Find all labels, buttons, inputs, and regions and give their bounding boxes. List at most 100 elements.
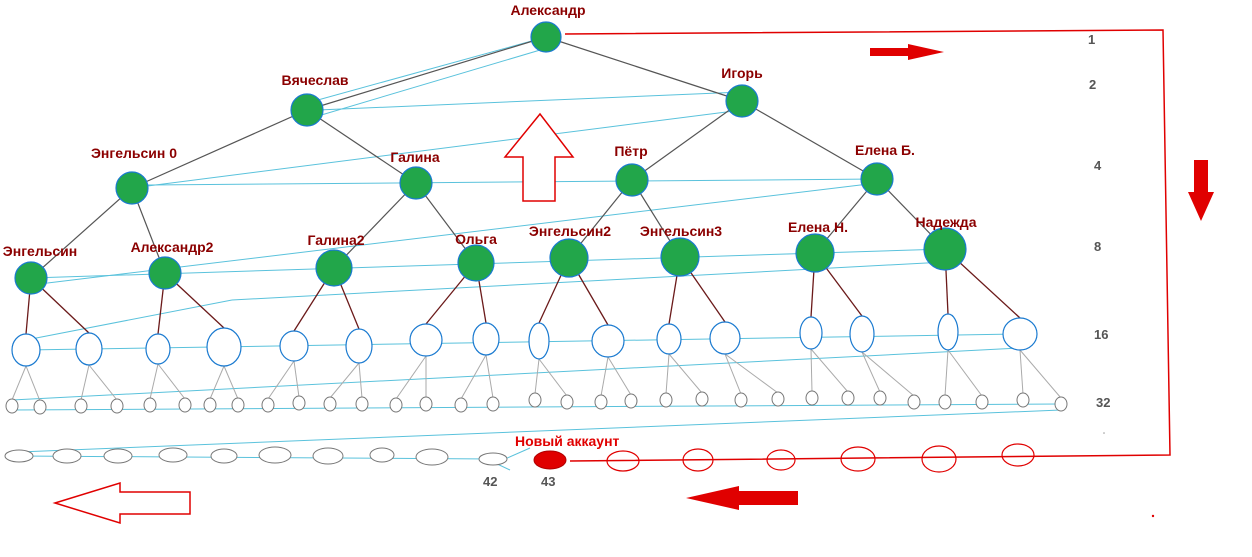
node-label-level2: Игорь [721, 65, 763, 81]
node-label-level3: Пётр [614, 143, 647, 159]
tree-edge [545, 36, 743, 102]
tree-node-level4 [148, 256, 182, 290]
tree-node-level3 [615, 163, 649, 197]
empty-slot-level6 [873, 390, 887, 406]
link-line [131, 109, 743, 189]
tree-edge [724, 353, 779, 394]
empty-slot-level6 [560, 394, 574, 410]
empty-slot-level6 [231, 397, 245, 413]
tree-edge [600, 356, 609, 397]
node-label-level2: Вячеслав [281, 72, 348, 88]
empty-slot-level5 [709, 321, 741, 355]
empty-slot-level6 [624, 393, 638, 409]
filled-slot-bottom-row [52, 448, 82, 464]
empty-slot-level6 [1016, 392, 1030, 408]
node-label-level4: Энгельсин [3, 243, 77, 259]
tree-node-level4 [923, 227, 967, 271]
tree-node-level4 [14, 261, 48, 295]
tree-edge [157, 363, 186, 400]
empty-slot-level5 [206, 327, 242, 367]
level-count-8: 8 [1094, 239, 1101, 254]
empty-slot-level5 [591, 324, 625, 358]
tree-edge [25, 365, 41, 402]
tree-node-level3 [115, 171, 149, 205]
filled-slot-bottom-row [415, 448, 449, 466]
arrow-right-icon [870, 44, 944, 60]
future-slot [921, 445, 957, 473]
future-slot [766, 449, 796, 471]
link-line [18, 455, 494, 460]
tree-edge [1019, 349, 1024, 395]
tree-edge [665, 353, 670, 395]
empty-slot-level6 [841, 390, 855, 406]
filled-slot-bottom-row [210, 448, 238, 464]
tree-node-level2 [290, 93, 324, 127]
empty-slot-level6 [805, 390, 819, 406]
empty-slot-level5 [849, 315, 875, 353]
empty-slot-level6 [1054, 396, 1068, 412]
tree-edge [306, 36, 547, 111]
empty-slot-level6 [975, 394, 989, 410]
tree-node-level4 [660, 237, 700, 277]
empty-slot-level5 [409, 323, 443, 357]
empty-slot-level5 [1002, 317, 1038, 351]
filled-slot-bottom-row [258, 446, 292, 464]
empty-slot-level6 [419, 396, 433, 412]
empty-slot-level5 [279, 330, 309, 362]
future-slot [606, 450, 640, 472]
red-flow-path [564, 29, 1171, 462]
link-line [11, 347, 1021, 401]
empty-slot-level6 [292, 395, 306, 411]
tree-edge [223, 365, 239, 400]
tree-node-level2 [725, 84, 759, 118]
node-label-level3: Елена Б. [855, 142, 915, 158]
empty-slot-level6 [907, 394, 921, 410]
filled-slot-bottom-row [158, 447, 188, 463]
tree-nodes [4, 21, 1068, 473]
tree-edge [810, 348, 849, 393]
future-slot [840, 446, 876, 472]
tree-edge [668, 353, 703, 394]
empty-slot-level5 [11, 333, 41, 367]
empty-slot-level5 [345, 328, 373, 364]
node-label-root: Александр [510, 2, 585, 18]
tree-node-level3 [399, 166, 433, 200]
empty-slot-level5 [528, 322, 550, 360]
filled-slot-bottom-row [312, 447, 344, 465]
tree-edge [810, 348, 813, 393]
empty-slot-level6 [33, 399, 47, 415]
node-label-level3: Галина [390, 149, 439, 165]
empty-slot-level6 [454, 397, 468, 413]
tree-edge [149, 363, 159, 400]
level-count-2: 2 [1089, 77, 1096, 92]
tree-node-level3 [860, 162, 894, 196]
tree-edge [80, 364, 90, 401]
tree-node-level4 [795, 233, 835, 273]
tree-edge [724, 353, 742, 395]
empty-slot-level6 [938, 394, 952, 410]
empty-slot-level6 [528, 392, 542, 408]
node-label-level4: Ольга [455, 231, 497, 247]
tree-node-root [530, 21, 562, 53]
link-line [306, 36, 547, 104]
position-43-label: 43 [541, 474, 555, 489]
stray-dot [1103, 432, 1105, 434]
tree-node-level4 [549, 238, 589, 278]
empty-slot-level6 [143, 397, 157, 413]
node-label-level4: Энгельсин3 [640, 223, 722, 239]
tree-edge [333, 182, 417, 269]
filled-slot-bottom-row [478, 452, 508, 466]
empty-slot-level6 [74, 398, 88, 414]
empty-slot-level6 [110, 398, 124, 414]
empty-slot-level6 [695, 391, 709, 407]
tree-node-level4 [457, 244, 495, 282]
empty-slot-level6 [659, 392, 673, 408]
tree-edge [460, 354, 487, 400]
tree-edge [607, 356, 632, 396]
empty-slot-level6 [486, 396, 500, 412]
empty-slot-level6 [594, 394, 608, 410]
tree-edge [293, 360, 300, 398]
empty-slot-level6 [203, 397, 217, 413]
